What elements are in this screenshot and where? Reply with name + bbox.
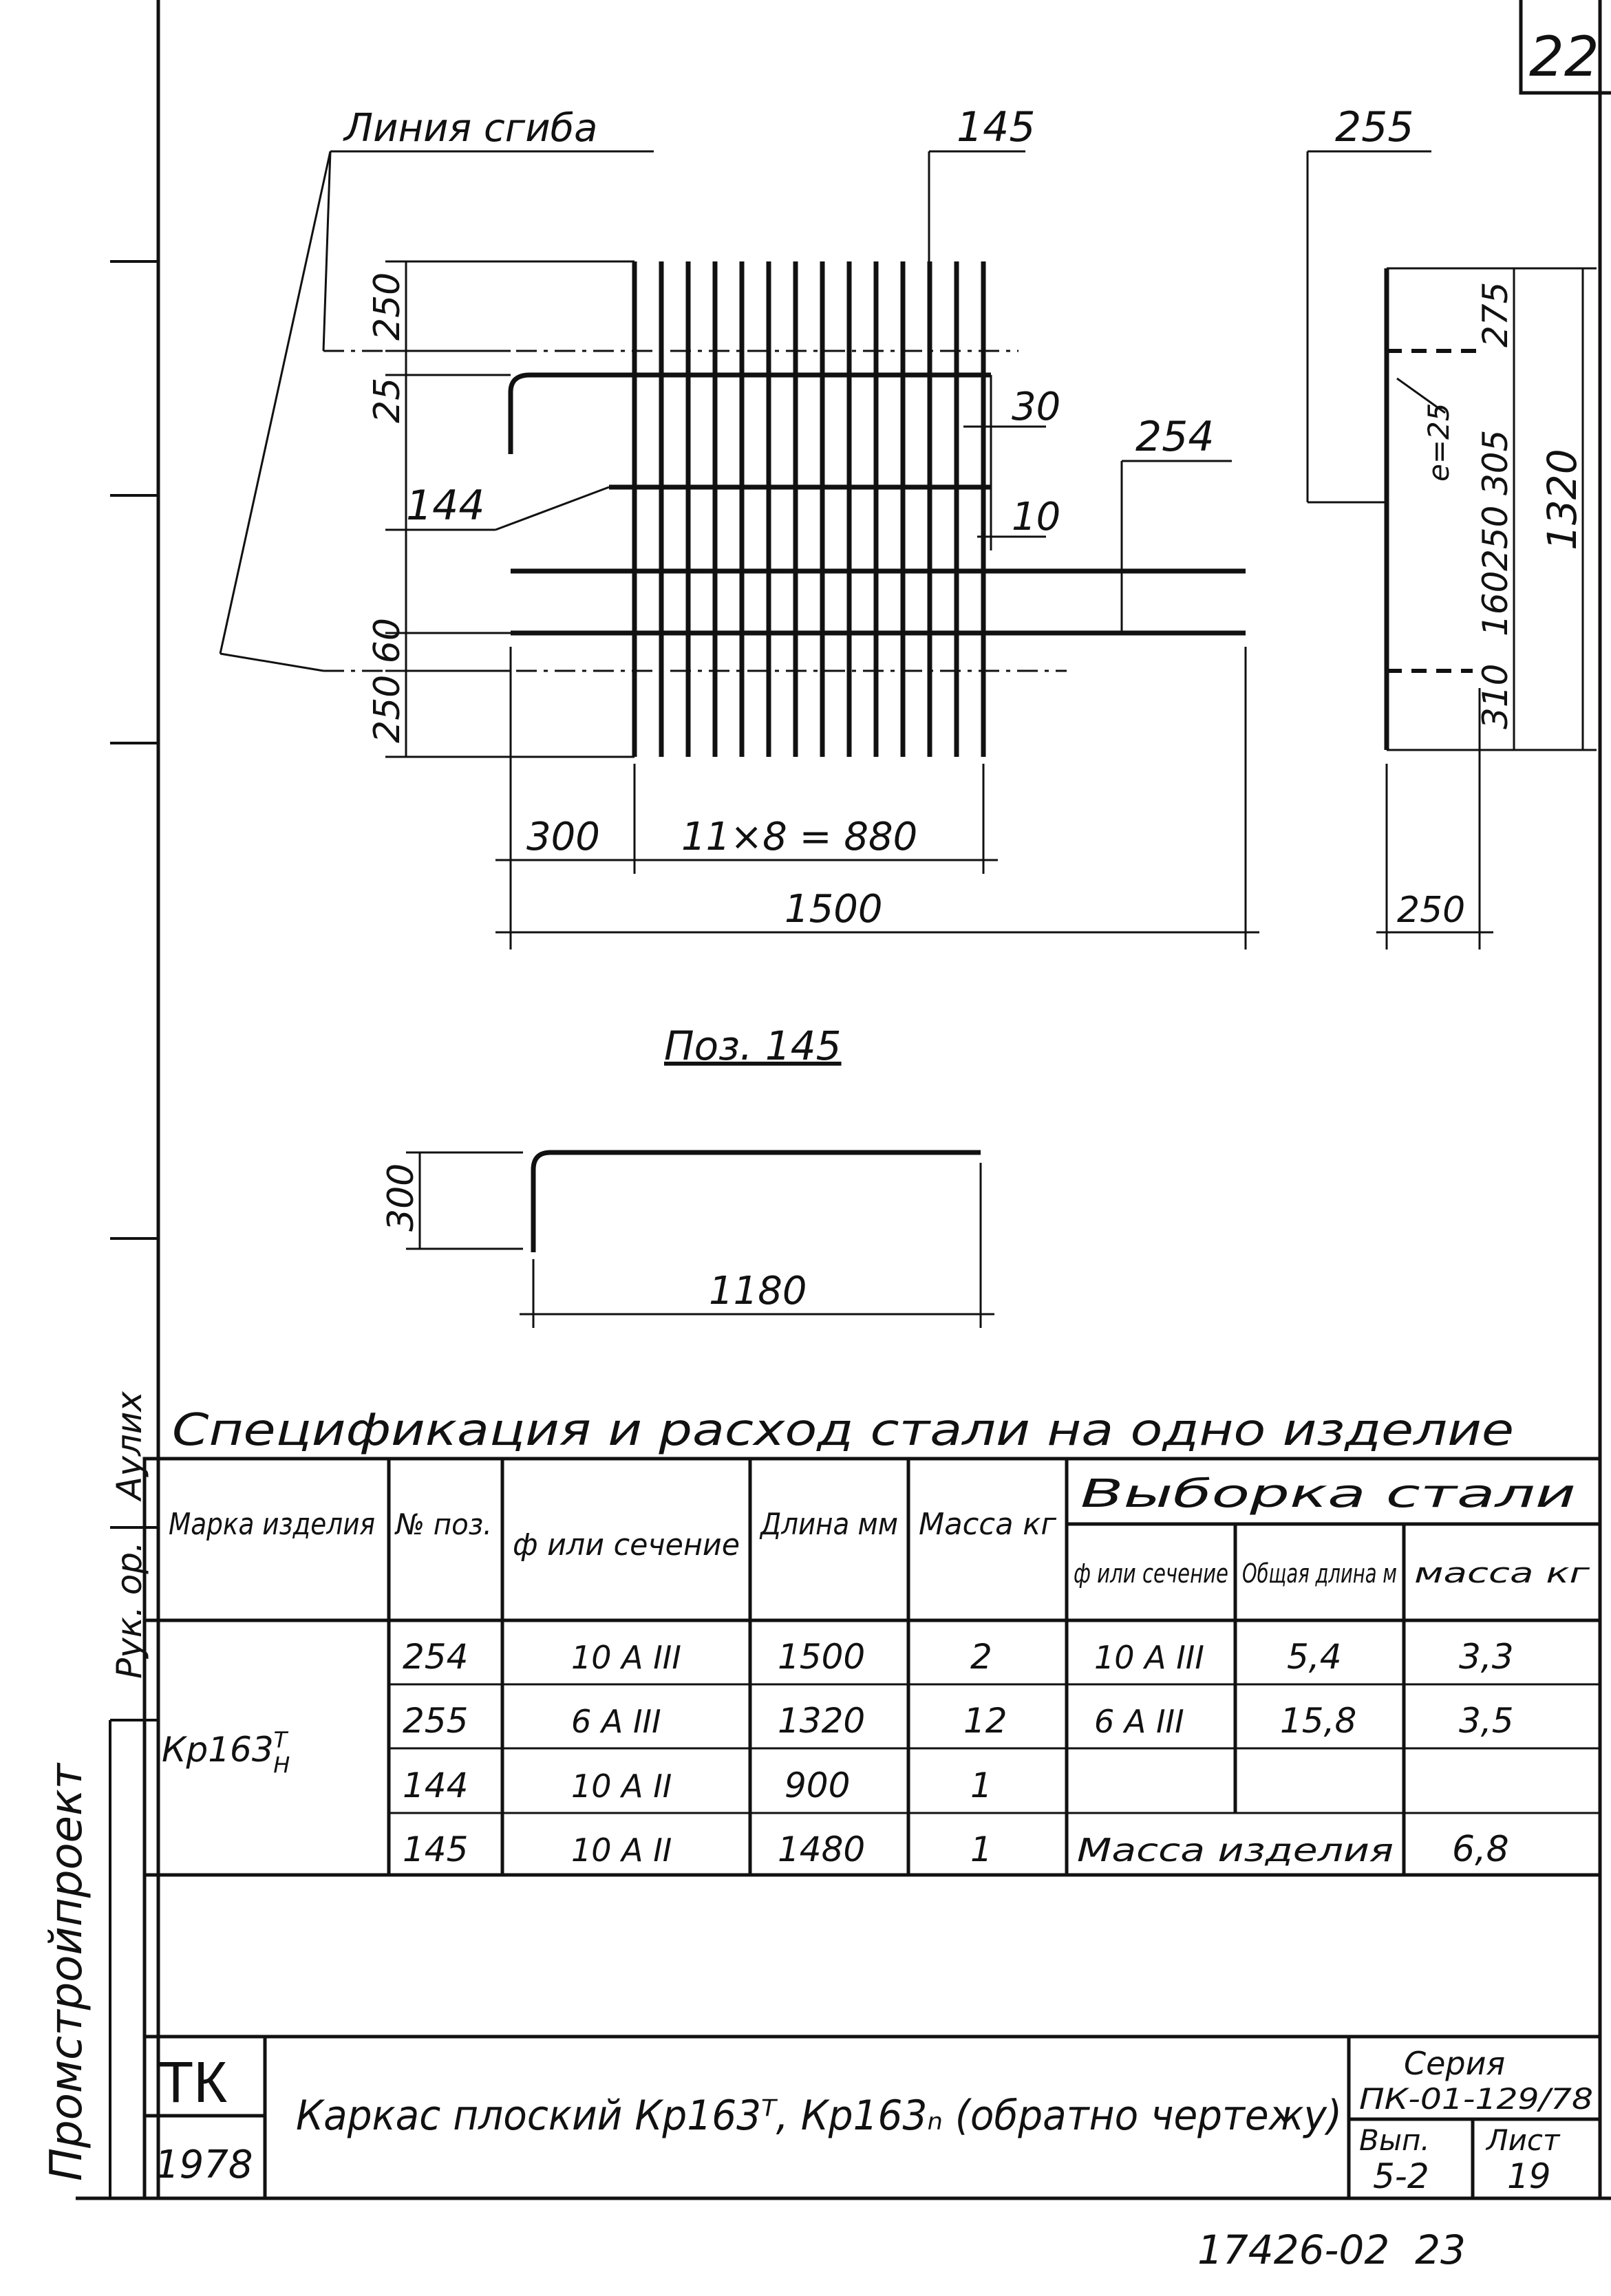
series-label: Серия — [1404, 2045, 1505, 2082]
sel-diam: 10 A III — [1094, 1639, 1204, 1676]
header-diam: ф или сечение — [513, 1527, 740, 1563]
dim-25: 25 — [367, 378, 408, 423]
header-selection: Выборка стали — [1080, 1472, 1576, 1516]
side-250: 250 — [1475, 506, 1515, 571]
spec-row: 145 10 A II 1480 1 — [403, 1830, 992, 1869]
dim-1500: 1500 — [785, 887, 883, 932]
frame-plan-view: Линия сгиба 145 254 144 30 10 250 25 250… — [219, 103, 1259, 949]
side-310: 310 — [1475, 664, 1515, 729]
label-pos-144: 144 — [406, 482, 485, 530]
header-mark: Марка изделия — [169, 1507, 375, 1542]
label-pos-254: 254 — [1135, 413, 1215, 461]
row-mass: 12 — [963, 1701, 1007, 1741]
mass-label: Масса изделия — [1077, 1832, 1394, 1869]
side-stamp-name: Аулих — [109, 1391, 149, 1502]
dim-10: 10 — [1012, 495, 1060, 539]
dim-300: 300 — [526, 815, 600, 859]
detail-title: Поз. 145 — [664, 1022, 842, 1069]
row-pos: 255 — [403, 1701, 468, 1741]
dim-250-top: 250 — [367, 272, 408, 341]
sheet-value: 19 — [1507, 2156, 1551, 2196]
sel-mass: 3,5 — [1459, 1701, 1514, 1741]
label-pos-255: 255 — [1335, 103, 1414, 151]
mass-total: 6,8 — [1452, 1829, 1509, 1870]
spec-title: Спецификация и расход стали на одно изде… — [172, 1405, 1514, 1456]
bottom-code: 17426-02 23 — [1197, 2227, 1466, 2273]
title-year: 1978 — [155, 2143, 253, 2187]
spec-row: 144 10 A II 900 1 — [403, 1766, 992, 1805]
row-diam: 10 A II — [571, 1768, 672, 1805]
issue-label: Вып. — [1359, 2123, 1430, 2157]
row-length: 1500 — [778, 1637, 865, 1677]
row-mass: 1 — [970, 1830, 992, 1869]
title-org: ТК — [158, 2050, 227, 2114]
side-160: 160 — [1475, 571, 1515, 636]
sel-mass: 3,3 — [1459, 1637, 1514, 1677]
detail-1180: 1180 — [709, 1269, 807, 1313]
vertical-bars — [632, 261, 986, 757]
header-pos: № поз. — [394, 1508, 492, 1541]
row-mass: 2 — [970, 1637, 992, 1677]
sel-diam: 6 A III — [1094, 1703, 1184, 1740]
mark-sup: Т — [274, 1727, 289, 1753]
header-sel-diam: ф или сечение — [1074, 1558, 1228, 1589]
side-305: 305 — [1475, 430, 1515, 495]
sel-total: 5,4 — [1287, 1637, 1342, 1677]
header-sel-mass: масса кг — [1414, 1558, 1590, 1589]
side-275: 275 — [1475, 282, 1515, 347]
spec-row: 255 6 A III 1320 12 — [403, 1701, 1007, 1741]
spec-row: 254 10 A III 1500 2 — [403, 1637, 992, 1677]
row-pos: 144 — [403, 1766, 468, 1805]
sel-total: 15,8 — [1280, 1701, 1356, 1741]
frame-side-view: 255 275 e=25 305 250 160 310 1320 250 — [1306, 103, 1597, 949]
label-pos-145: 145 — [957, 103, 1036, 151]
series-value: ПК-01-129/78 — [1359, 2082, 1593, 2116]
header-length: Длина мм — [759, 1507, 898, 1542]
mark-sub: Н — [273, 1752, 290, 1778]
sheet-number: 22 — [1529, 25, 1599, 89]
row-diam: 10 A II — [571, 1832, 672, 1869]
dim-250-60: 250 60 — [367, 618, 408, 743]
side-stamp-org: Промстройпроект — [41, 1762, 92, 2181]
row-mass: 1 — [970, 1766, 992, 1805]
row-diam: 6 A III — [571, 1703, 661, 1740]
title-block: ТК 1978 Каркас плоский Кр163ᵀ, Кр163ₙ (о… — [145, 2035, 1600, 2198]
dim-30: 30 — [1012, 385, 1060, 429]
row-diam: 10 A III — [571, 1639, 681, 1676]
title-text: Каркас плоский Кр163ᵀ, Кр163ₙ (обратно ч… — [296, 2092, 1342, 2140]
issue-value: 5-2 — [1373, 2156, 1429, 2196]
dim-spacing: 11×8 = 880 — [681, 815, 917, 859]
spec-table: Спецификация и расход стали на одно изде… — [142, 1405, 1602, 2200]
bar-145 — [508, 372, 991, 454]
label-bend-line: Линия сгиба — [343, 106, 597, 151]
side-bottom-250: 250 — [1397, 890, 1465, 931]
row-length: 900 — [785, 1766, 850, 1805]
row-length: 1480 — [778, 1830, 865, 1869]
sheet-number-box: 22 — [1519, 0, 1611, 95]
header-sel-total: Общая длина м — [1242, 1558, 1397, 1589]
detail-300: 300 — [381, 1163, 422, 1232]
header-mass: Масса кг — [919, 1507, 1057, 1542]
row-length: 1320 — [778, 1701, 865, 1741]
detail-pos-145: Поз. 145 300 1180 — [381, 1022, 994, 1328]
row-pos: 254 — [403, 1637, 468, 1677]
sheet-label: Лист — [1485, 2123, 1561, 2157]
side-e25: e=25 — [1422, 403, 1455, 482]
side-1320: 1320 — [1539, 449, 1586, 550]
row-pos: 145 — [403, 1830, 468, 1869]
side-stamp-role: Рук. ор. — [109, 1541, 149, 1679]
